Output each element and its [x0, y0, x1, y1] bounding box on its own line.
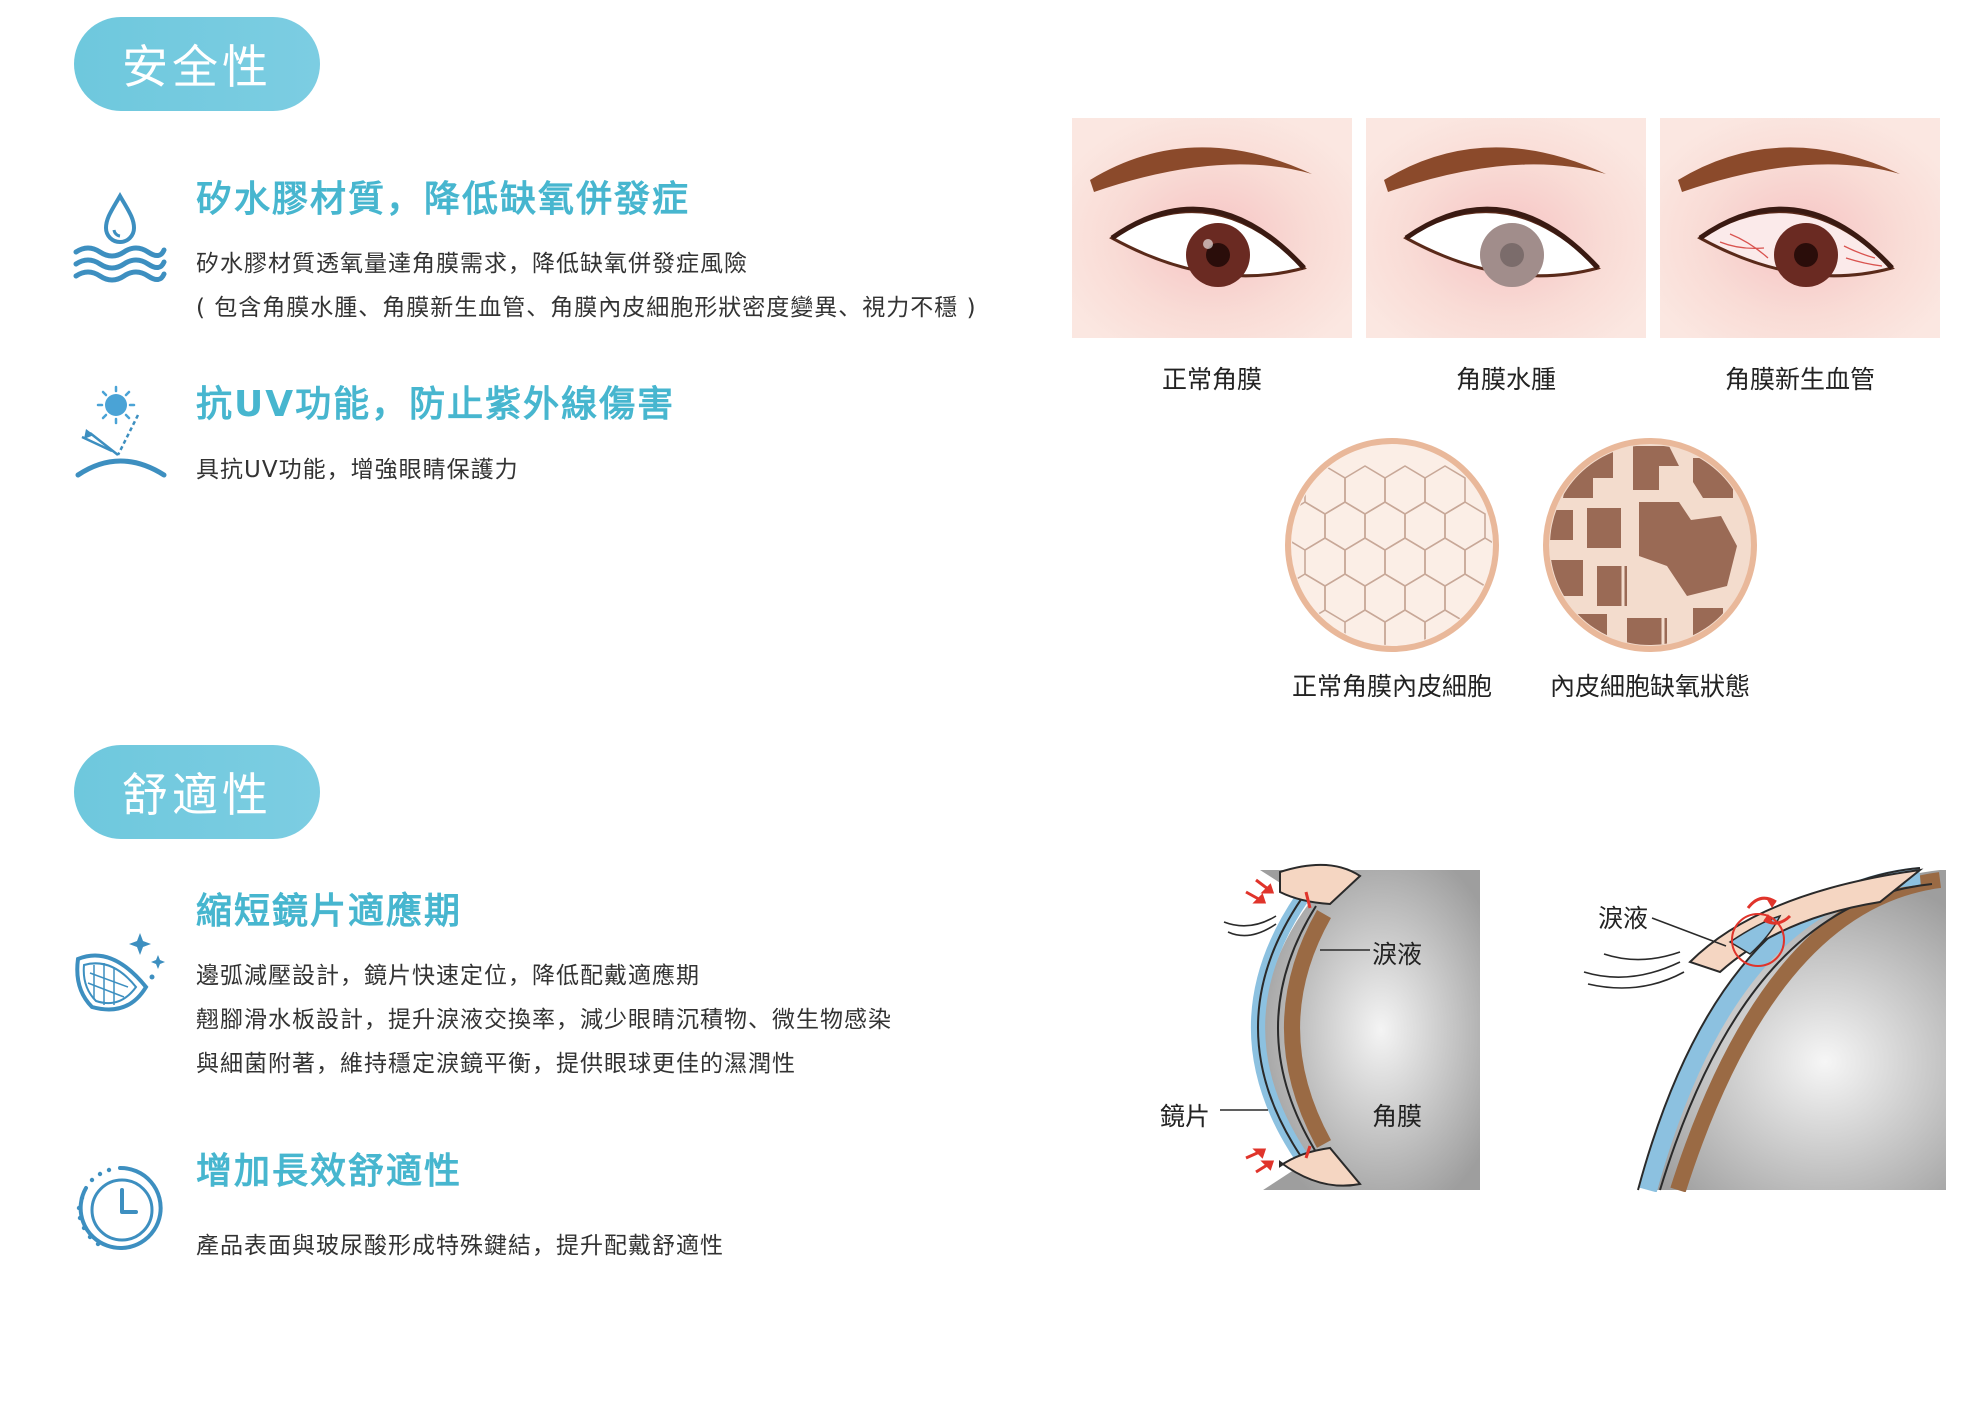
cell-illustration-normal [1285, 438, 1499, 652]
eye-caption-edema: 角膜水腫 [1455, 365, 1556, 394]
feature-title-adaptation: 縮短鏡片適應期 [196, 891, 463, 932]
feature-title-long-comfort: 增加長效舒適性 [196, 1151, 463, 1192]
contact-lens-icon [75, 933, 165, 1012]
feature-line: 翹腳滑水板設計，提升淚液交換率，減少眼睛沉積物、微生物感染 [196, 1007, 892, 1033]
diagram-label-tears-right: 淚液 [1598, 904, 1649, 933]
cell-caption-hypoxic: 內皮細胞缺氧狀態 [1549, 672, 1750, 701]
feature-title-uv: 抗UV功能，防止紫外線傷害 [196, 384, 676, 425]
lens-diagram-fit [1220, 863, 1480, 1192]
feature-title-silicone: 矽水膠材質，降低缺氧併發症 [196, 179, 691, 220]
diagram-label-tears: 淚液 [1372, 940, 1423, 969]
section-label-comfort: 舒適性 [74, 745, 320, 839]
eye-caption-neovascular: 角膜新生血管 [1724, 365, 1875, 394]
feature-line: 矽水膠材質透氧量達角膜需求，降低缺氧併發症風險 [196, 251, 748, 277]
lens-diagram-tear-exchange [1583, 867, 1946, 1192]
diagram-label-cornea: 角膜 [1372, 1102, 1423, 1131]
feature-line: 具抗UV功能，增強眼睛保護力 [196, 457, 519, 483]
eye-caption-normal: 正常角膜 [1161, 365, 1262, 394]
cell-caption-normal: 正常角膜內皮細胞 [1291, 672, 1492, 701]
feature-line: 邊弧減壓設計，鏡片快速定位，降低配戴適應期 [196, 963, 700, 989]
section-label-safety: 安全性 [74, 17, 320, 111]
eye-illustration-normal [1072, 118, 1352, 338]
eye-illustration-edema [1366, 118, 1646, 338]
diagram-label-lens: 鏡片 [1160, 1102, 1211, 1131]
water-drop-icon [73, 191, 167, 283]
feature-line: 與細菌附著，維持穩定淚鏡平衡，提供眼球更佳的濕潤性 [196, 1051, 796, 1077]
cell-illustration-hypoxic [1543, 438, 1757, 652]
feature-line: 產品表面與玻尿酸形成特殊鍵結，提升配戴舒適性 [196, 1233, 724, 1259]
uv-protection-icon [75, 385, 167, 478]
eye-illustration-neovascular [1660, 118, 1940, 338]
feature-line: ( 包含角膜水腫、角膜新生血管、角膜內皮細胞形狀密度變異、視力不穩 ) [196, 295, 977, 321]
clock-icon [76, 1165, 163, 1250]
